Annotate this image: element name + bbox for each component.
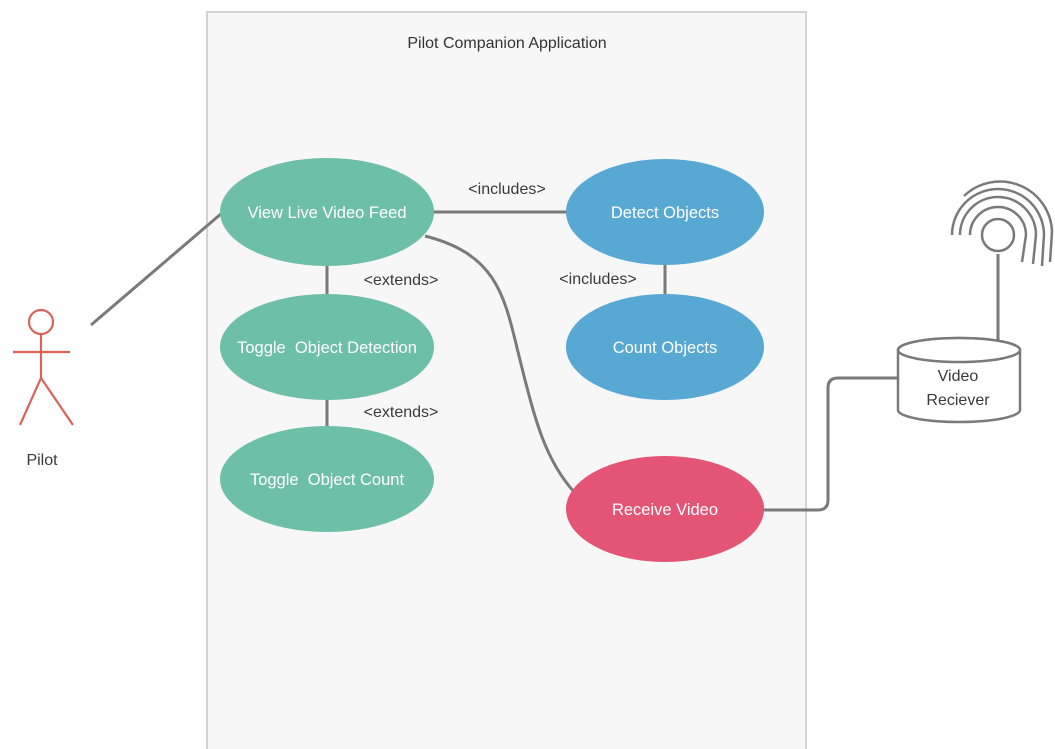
toggle-object-detection-label: Toggle Object Detection xyxy=(237,339,417,357)
toggle-object-detection-ellipse xyxy=(220,294,434,400)
use-case-receive-video: Receive Video xyxy=(566,456,764,562)
system-title: Pilot Companion Application xyxy=(407,35,606,52)
includes-label-view-detect: <includes> xyxy=(468,181,545,198)
toggle-object-count-label: Toggle Object Count xyxy=(250,471,405,489)
stick-figure-icon xyxy=(13,308,74,426)
pilot-actor: Pilot xyxy=(13,308,74,469)
view-feed-to-receive-video-line xyxy=(424,234,577,495)
use-case-count-objects: Count Objects xyxy=(566,294,764,400)
extends-label-view-toggle-detection: <extends> xyxy=(364,272,439,289)
receive-video-to-receiver-line xyxy=(762,376,898,512)
video-receiver-device: Video Reciever xyxy=(896,336,1022,424)
video-receiver-cylinder-top xyxy=(896,336,1022,364)
view-live-video-feed-ellipse xyxy=(220,158,434,266)
relationship-labels: <includes> <includes> <extends> <extends… xyxy=(364,181,637,421)
video-receiver-label-line1: Video xyxy=(938,368,979,385)
use-case-detect-objects: Detect Objects xyxy=(566,159,764,265)
count-objects-label: Count Objects xyxy=(613,339,718,357)
connectors xyxy=(90,210,1000,512)
receive-video-label: Receive Video xyxy=(612,501,718,519)
antenna-icon xyxy=(950,180,1054,267)
view-live-video-feed-label: View Live Video Feed xyxy=(248,204,407,222)
includes-label-detect-count: <includes> xyxy=(559,271,636,288)
use-case-view-live-video-feed: View Live Video Feed xyxy=(220,158,434,266)
use-case-toggle-object-detection: Toggle Object Detection xyxy=(220,294,434,400)
detect-objects-label: Detect Objects xyxy=(611,204,719,222)
pilot-to-view-feed-line xyxy=(90,211,223,327)
detect-objects-ellipse xyxy=(566,159,764,265)
use-case-toggle-object-count: Toggle Object Count xyxy=(220,426,434,532)
video-receiver-label-line2: Reciever xyxy=(926,392,990,409)
extends-label-toggle-detection-toggle-count: <extends> xyxy=(364,404,439,421)
receive-video-ellipse xyxy=(566,456,764,562)
toggle-object-count-ellipse xyxy=(220,426,434,532)
pilot-label: Pilot xyxy=(26,452,58,469)
count-objects-ellipse xyxy=(566,294,764,400)
